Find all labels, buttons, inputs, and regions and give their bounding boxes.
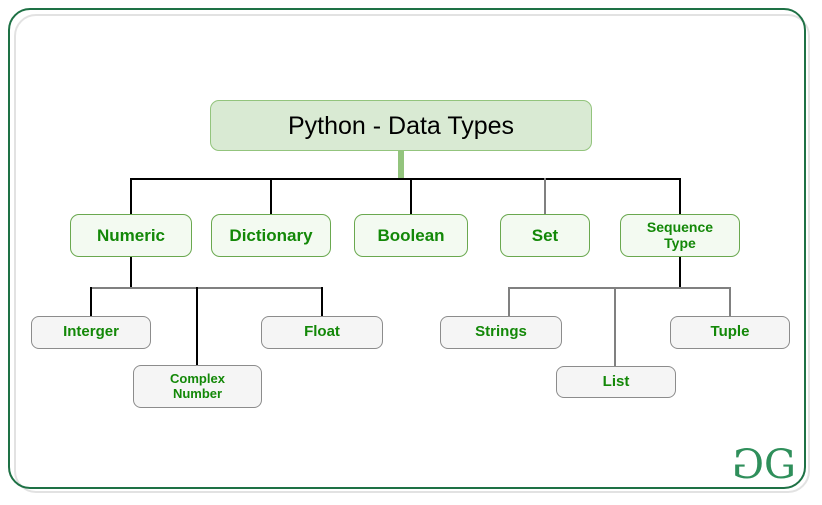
node-leaf-complex-number-label-line2: Number bbox=[172, 385, 223, 401]
node-category-boolean-label: Boolean bbox=[377, 225, 445, 245]
edge-sequence-bus bbox=[508, 287, 731, 289]
node-leaf-float-label: Float bbox=[304, 323, 340, 341]
node-category-set-label: Set bbox=[531, 225, 559, 245]
node-category-sequence-type[interactable]: Sequence Type bbox=[620, 214, 740, 257]
edge-numeric-to-complex bbox=[196, 287, 198, 366]
node-leaf-interger[interactable]: Interger bbox=[31, 316, 151, 349]
edge-root-to-sequence bbox=[679, 178, 681, 214]
node-category-dictionary[interactable]: Dictionary bbox=[211, 214, 331, 257]
decorative-frame-inner bbox=[14, 14, 810, 493]
edge-root-to-set bbox=[544, 178, 546, 214]
node-leaf-interger-label: Interger bbox=[63, 323, 119, 341]
edge-sequence-to-list bbox=[614, 287, 616, 367]
node-leaf-complex-number[interactable]: Complex Number bbox=[133, 365, 262, 408]
node-leaf-strings-label: Strings bbox=[475, 323, 527, 341]
node-leaf-complex-number-label-line1: Complex bbox=[170, 370, 225, 386]
node-category-boolean[interactable]: Boolean bbox=[354, 214, 468, 257]
node-category-sequence-type-label-line1: Sequence bbox=[646, 218, 714, 235]
geeksforgeeks-logo: GG bbox=[734, 442, 796, 488]
node-category-set[interactable]: Set bbox=[500, 214, 590, 257]
node-leaf-list[interactable]: List bbox=[556, 366, 676, 398]
node-leaf-strings[interactable]: Strings bbox=[440, 316, 562, 349]
node-leaf-tuple[interactable]: Tuple bbox=[670, 316, 790, 349]
edge-sequence-stem bbox=[679, 256, 681, 288]
decorative-frame-outer bbox=[8, 8, 806, 489]
node-category-numeric-label: Numeric bbox=[96, 225, 166, 245]
edge-root-bus bbox=[130, 178, 681, 180]
node-leaf-list-label: List bbox=[602, 372, 630, 390]
node-leaf-tuple-label: Tuple bbox=[710, 323, 750, 341]
node-root-python-data-types[interactable]: Python - Data Types bbox=[210, 100, 592, 151]
edge-root-stem bbox=[398, 150, 404, 179]
logo-reversed-g-icon: G bbox=[734, 442, 765, 488]
node-root-label: Python - Data Types bbox=[287, 111, 515, 140]
node-category-sequence-type-label-line2: Type bbox=[664, 234, 696, 251]
edge-sequence-to-strings bbox=[508, 287, 510, 317]
edge-root-to-numeric bbox=[130, 178, 132, 214]
edge-root-to-dictionary bbox=[270, 178, 272, 214]
edge-numeric-bus bbox=[90, 287, 323, 289]
edge-sequence-to-tuple bbox=[729, 287, 731, 317]
node-category-numeric[interactable]: Numeric bbox=[70, 214, 192, 257]
edge-root-to-boolean bbox=[410, 178, 412, 214]
edge-numeric-to-interger bbox=[90, 287, 92, 317]
node-category-dictionary-label: Dictionary bbox=[229, 225, 313, 245]
edge-numeric-stem bbox=[130, 256, 132, 288]
edge-numeric-to-float bbox=[321, 287, 323, 317]
logo-g-icon: G bbox=[764, 442, 796, 488]
node-leaf-float[interactable]: Float bbox=[261, 316, 383, 349]
